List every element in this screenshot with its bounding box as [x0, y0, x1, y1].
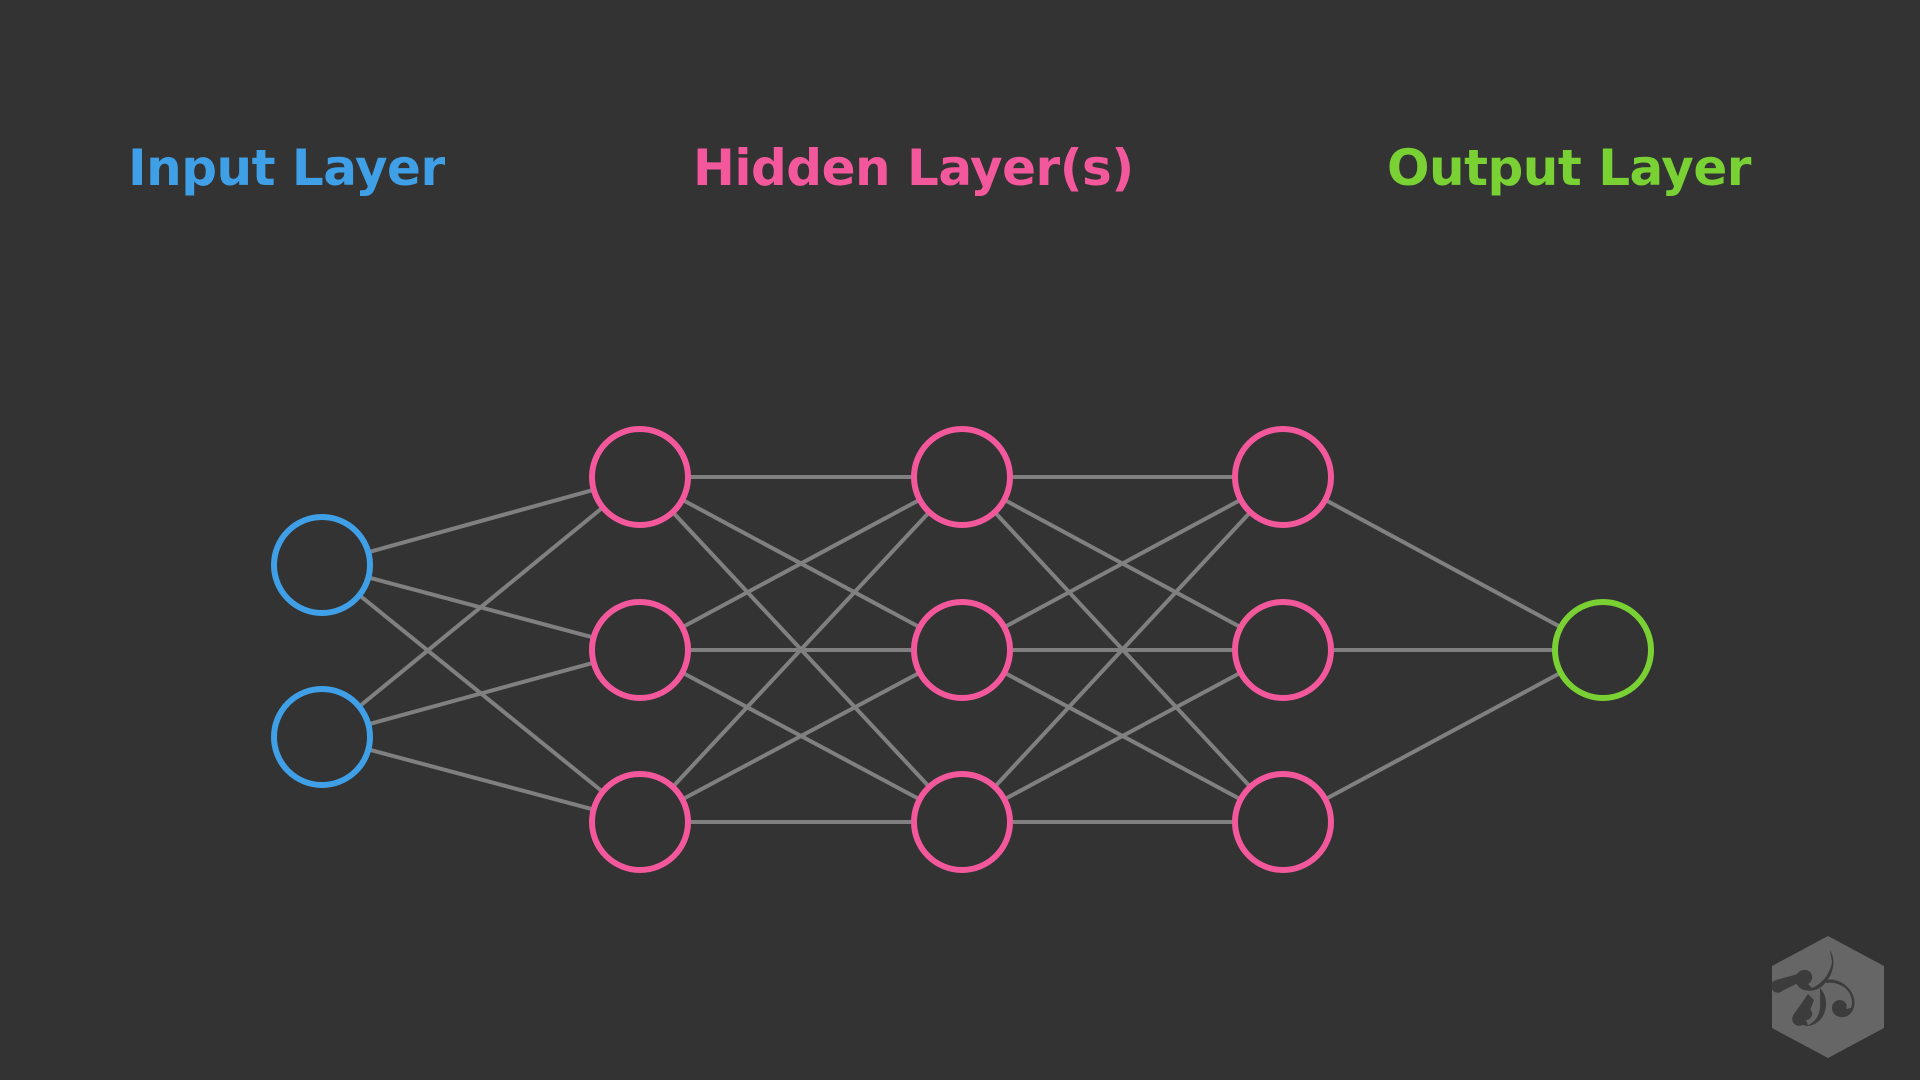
neuron-node-h2-3[interactable] — [911, 771, 1013, 873]
connection-edge — [681, 670, 921, 802]
neuron-node-h1-1[interactable] — [589, 426, 691, 528]
neuron-node-out-1[interactable] — [1552, 599, 1654, 701]
connection-edge — [681, 497, 921, 630]
neuron-node-h3-3[interactable] — [1232, 771, 1334, 873]
connection-edge — [357, 505, 605, 709]
connection-edge — [367, 660, 595, 727]
connection-edge — [1003, 498, 1242, 629]
connection-edge — [993, 510, 1252, 789]
neuron-node-h2-2[interactable] — [911, 599, 1013, 701]
connection-edge — [367, 487, 595, 555]
neuron-node-in-2[interactable] — [271, 686, 373, 788]
connection-edge — [1324, 670, 1562, 802]
connection-edges — [357, 475, 1562, 824]
neuron-node-h1-2[interactable] — [589, 599, 691, 701]
neuron-node-h3-1[interactable] — [1232, 426, 1334, 528]
neuron-node-h3-2[interactable] — [1232, 599, 1334, 701]
connection-edge — [671, 510, 931, 789]
connection-edge — [1324, 498, 1562, 629]
connection-edge — [367, 747, 595, 812]
neuron-node-in-1[interactable] — [271, 514, 373, 616]
connection-edge — [1003, 670, 1242, 802]
neuron-node-h1-3[interactable] — [589, 771, 691, 873]
neuron-node-h2-1[interactable] — [911, 426, 1013, 528]
neuron-nodes — [271, 426, 1654, 873]
